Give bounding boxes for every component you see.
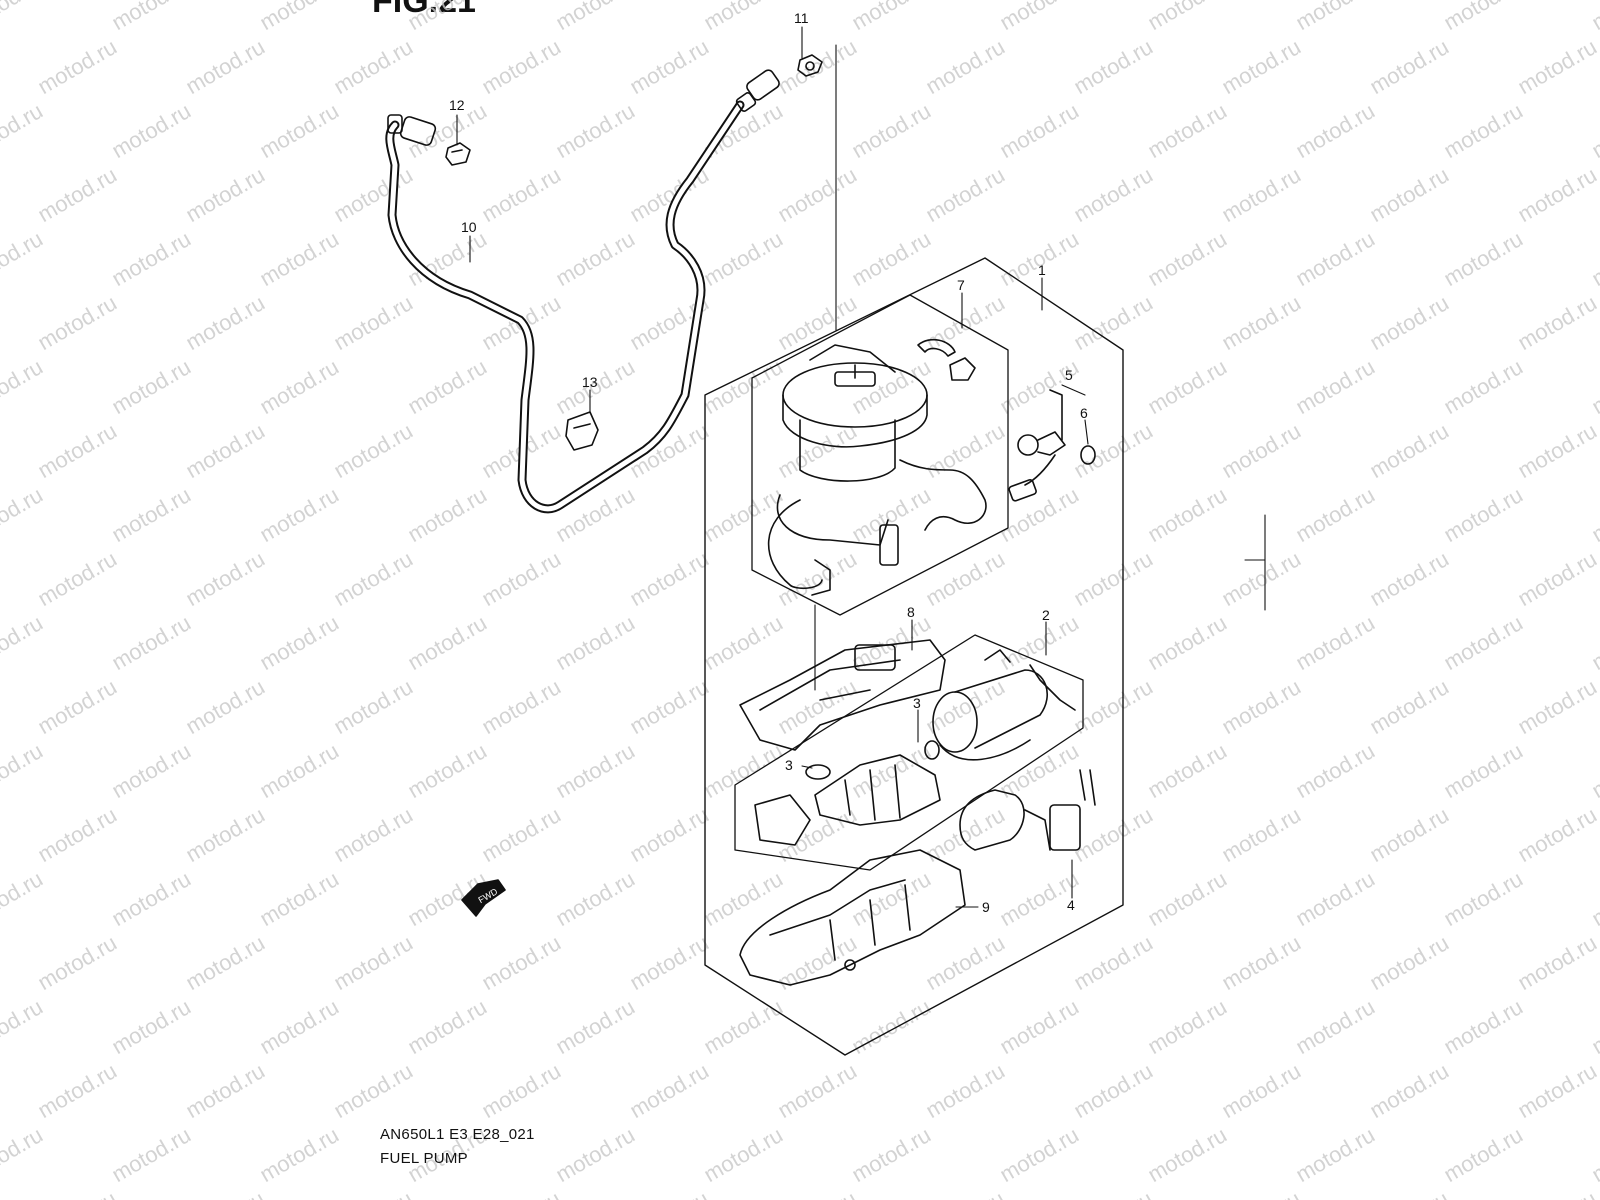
leader-lines <box>456 26 1089 908</box>
fuel-hose-10 <box>385 100 745 514</box>
callout-9: 9 <box>982 899 990 915</box>
fwd-arrow: FWD <box>461 879 506 917</box>
callout-11: 11 <box>794 10 809 26</box>
clip-12-shape <box>445 142 471 166</box>
fuel-pump-2 <box>932 649 1076 761</box>
figure-title: FIG.21 <box>372 0 476 20</box>
pump-wiring <box>767 459 987 596</box>
callout-1: 1 <box>1038 262 1046 278</box>
pump-bracket-8 <box>739 639 946 751</box>
clip-11-shape <box>797 54 823 77</box>
retainer-7-parts <box>917 338 976 381</box>
subassembly-box-7 <box>751 294 1009 616</box>
callout-12: 12 <box>449 97 465 113</box>
callouts: 1 2 3 3 4 5 6 7 8 9 10 11 12 13 <box>449 10 1088 915</box>
o-ring-3a <box>805 764 831 780</box>
callout-13: 13 <box>582 374 598 390</box>
callout-7: 7 <box>957 277 965 293</box>
clip-13-shape <box>565 411 599 451</box>
assembly-outline <box>704 257 1124 1056</box>
callout-3a: 3 <box>785 757 793 773</box>
hose-connector-right <box>735 69 780 112</box>
callout-5: 5 <box>1065 367 1073 383</box>
lower-case-9 <box>739 849 966 986</box>
o-ring-3b <box>924 740 940 760</box>
callout-3b: 3 <box>913 695 921 711</box>
callout-8: 8 <box>907 604 915 620</box>
pump-flange <box>782 344 928 482</box>
callout-10: 10 <box>461 219 477 235</box>
figure-caption: FUEL PUMP <box>380 1150 468 1167</box>
o-ring-6 <box>1080 445 1096 465</box>
filter-housing <box>754 754 941 846</box>
fuel-level-gauge-4 <box>959 769 1096 851</box>
callout-6: 6 <box>1080 405 1088 421</box>
hose-connector-left <box>387 114 437 146</box>
subassembly-box-2 <box>734 634 1084 871</box>
callout-4: 4 <box>1067 897 1075 913</box>
callout-2: 2 <box>1042 607 1050 623</box>
figure-code: AN650L1 E3 E28_021 <box>380 1126 535 1143</box>
pressure-regulator-5 <box>1008 389 1066 502</box>
